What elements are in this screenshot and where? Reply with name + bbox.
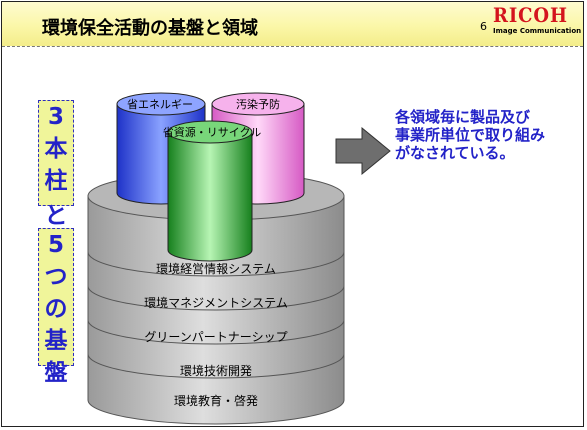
side-char: 本 — [44, 136, 68, 162]
pillar-label-energy: 省エネルギー — [127, 98, 193, 111]
side-char: の — [44, 296, 68, 322]
statement-line: 各領域毎に製品及び — [395, 108, 531, 126]
slide-title: 環境保全活動の基盤と領域 — [42, 18, 258, 39]
side-char: つ — [44, 264, 68, 290]
logo-wordmark: RICOH — [493, 3, 568, 27]
pillar-label-pollution: 汚染予防 — [236, 97, 280, 111]
page-number: 6 — [480, 20, 487, 33]
foundation-layer-3: グリーンパートナーシップ — [144, 330, 287, 344]
foundation-layer-2: 環境マネジメントシステム — [144, 295, 288, 310]
side-char: 柱 — [44, 168, 68, 194]
activity-statement: 各領域毎に製品及び 事業所単位で取り組み がなされている。 — [395, 108, 545, 162]
foundation-layer-5: 環境教育・啓発 — [174, 393, 258, 408]
ricoh-logo: RICOH Image Communication — [493, 3, 583, 35]
three-pillars-label: 3 本 柱 — [38, 100, 74, 206]
right-arrow-icon — [335, 126, 391, 176]
side-char: 5 — [47, 232, 64, 258]
side-char: 3 — [47, 104, 64, 130]
header-divider — [2, 46, 583, 47]
five-foundations-label: 5 つ の 基 盤 — [38, 228, 74, 386]
foundation-layer-1: 環境経営情報システム — [156, 261, 276, 276]
logo-subtitle: Image Communication — [493, 27, 582, 35]
resource-recycling-pillar — [167, 120, 253, 262]
side-char: 盤 — [44, 360, 68, 386]
statement-line: がなされている。 — [395, 144, 515, 162]
pillar-label-recycling: 省資源・リサイクル — [163, 125, 261, 139]
statement-line: 事業所単位で取り組み — [395, 126, 546, 144]
foundation-diagram: 省エネルギー 汚染予防 省資源・リサイクル 環境経営情報システム 環境マネジメン… — [87, 92, 345, 425]
and-label: と — [38, 202, 74, 230]
slide-header: 環境保全活動の基盤と領域 6 RICOH Image Communication — [2, 2, 583, 46]
side-char: と — [44, 203, 68, 229]
foundation-layer-4: 環境技術開発 — [180, 363, 252, 378]
side-char: 基 — [44, 328, 68, 354]
